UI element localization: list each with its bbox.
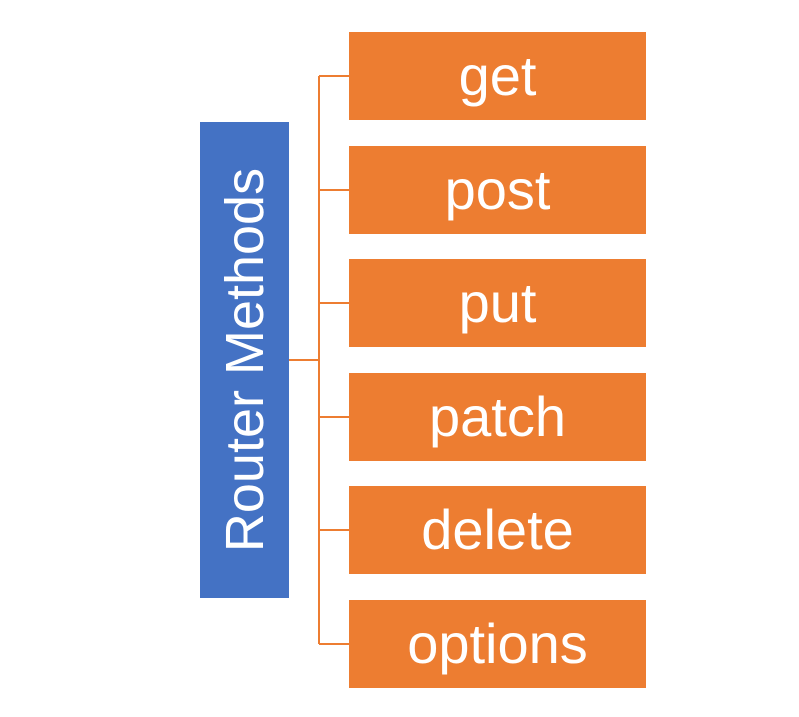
method-node-delete: delete <box>349 486 646 574</box>
root-node: Router Methods <box>200 122 289 598</box>
method-node-get: get <box>349 32 646 120</box>
root-node-label: Router Methods <box>214 167 275 553</box>
method-label: put <box>458 271 537 334</box>
method-node-options: options <box>349 600 646 688</box>
method-label: post <box>444 158 551 221</box>
method-label: options <box>407 612 588 675</box>
method-node-patch: patch <box>349 373 646 461</box>
method-label: get <box>458 44 537 107</box>
method-node-put: put <box>349 259 646 347</box>
method-label: delete <box>421 498 574 561</box>
method-label: patch <box>429 385 566 448</box>
method-node-post: post <box>349 146 646 234</box>
